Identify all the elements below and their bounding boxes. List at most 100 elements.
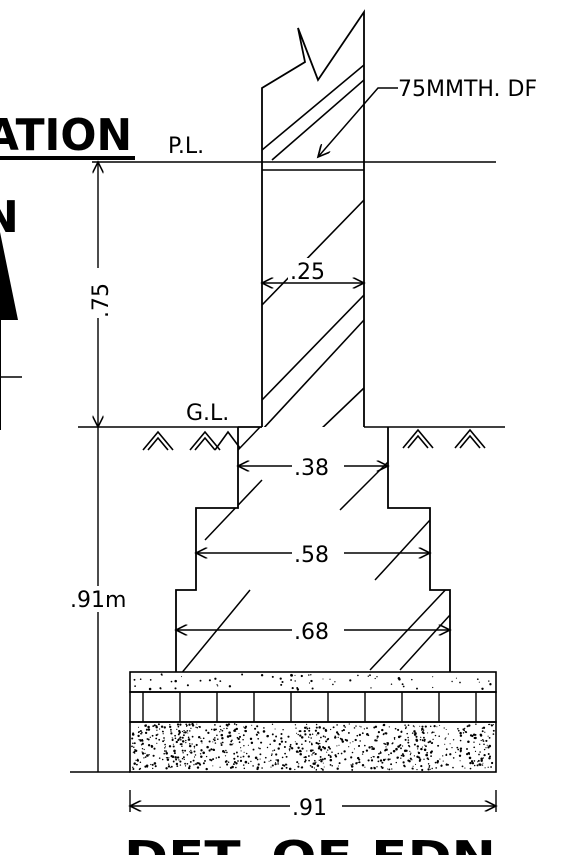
speckle-dot xyxy=(288,767,292,771)
speckle-dot xyxy=(183,731,185,734)
speckle-dot xyxy=(291,687,294,690)
speckle-dot xyxy=(413,726,415,728)
speckle-dot xyxy=(294,724,297,726)
speckle-dot xyxy=(379,751,382,754)
speckle-dot xyxy=(414,763,417,765)
speckle-dot xyxy=(318,745,321,748)
speckle-dot xyxy=(193,750,196,753)
speckle-dot xyxy=(131,745,133,748)
speckle-dot xyxy=(425,754,429,757)
speckle-dot xyxy=(174,679,177,683)
speckle-dot xyxy=(479,743,481,745)
speckle-dot xyxy=(303,726,307,730)
speckle-dot xyxy=(190,727,192,730)
speckle-dot xyxy=(164,747,166,749)
step2-dim-mask xyxy=(292,541,344,567)
speckle-dot xyxy=(179,723,182,726)
speckle-dot xyxy=(138,738,140,741)
speckle-dot xyxy=(205,767,208,771)
speckle-dot xyxy=(331,764,333,767)
speckle-dot xyxy=(147,728,151,731)
speckle-dot xyxy=(241,673,244,676)
speckle-dot xyxy=(452,739,455,741)
speckle-dot xyxy=(195,763,198,765)
speckle-dot xyxy=(415,739,419,742)
speckle-dot xyxy=(466,725,469,728)
speckle-dot xyxy=(263,761,266,764)
step3-width-dim: .68 xyxy=(294,620,329,645)
speckle-dot xyxy=(186,762,189,765)
speckle-dot xyxy=(300,766,303,769)
speckle-dot xyxy=(259,758,261,760)
speckle-dot xyxy=(296,761,299,764)
speckle-dot xyxy=(357,761,359,764)
speckle-dot xyxy=(327,754,330,757)
speckle-dot xyxy=(459,739,462,742)
pcc-speckle xyxy=(133,673,492,691)
speckle-dot xyxy=(161,758,164,761)
speckle-dot xyxy=(313,751,315,754)
speckle-dot xyxy=(243,745,245,747)
speckle-dot xyxy=(208,749,211,752)
speckle-dot xyxy=(259,747,261,750)
speckle-dot xyxy=(162,731,164,733)
speckle-dot xyxy=(185,723,188,726)
speckle-dot xyxy=(176,765,179,767)
speckle-dot xyxy=(329,758,333,762)
speckle-dot xyxy=(183,730,185,732)
speckle-dot xyxy=(319,755,322,758)
speckle-dot xyxy=(426,751,429,754)
speckle-dot xyxy=(445,754,448,756)
speckle-dot xyxy=(423,758,425,760)
speckle-dot xyxy=(275,759,277,761)
speckle-dot xyxy=(213,739,216,742)
speckle-dot xyxy=(485,747,487,749)
speckle-dot xyxy=(277,761,279,763)
speckle-dot xyxy=(385,746,387,748)
speckle-dot xyxy=(177,739,180,742)
speckle-dot xyxy=(221,741,224,744)
speckle-dot xyxy=(195,726,197,728)
speckle-dot xyxy=(311,733,314,735)
speckle-dot xyxy=(316,732,320,735)
speckle-dot xyxy=(217,738,219,740)
speckle-dot xyxy=(364,744,366,747)
speckle-dot xyxy=(422,736,425,739)
speckle-dot xyxy=(348,746,350,748)
speckle-dot xyxy=(280,740,284,743)
speckle-dot xyxy=(139,730,142,732)
speckle-dot xyxy=(151,734,154,737)
speckle-dot xyxy=(279,677,282,680)
speckle-dot xyxy=(308,729,311,732)
speckle-dot xyxy=(444,738,446,740)
speckle-dot xyxy=(381,728,384,732)
speckle-dot xyxy=(242,739,244,741)
speckle-dot xyxy=(398,678,401,681)
speckle-dot xyxy=(352,741,354,743)
speckle-dot xyxy=(173,752,176,755)
pcc-dim-mask xyxy=(290,794,342,820)
speckle-dot xyxy=(323,757,326,760)
speckle-dot xyxy=(167,765,171,768)
speckle-dot xyxy=(289,743,292,746)
speckle-dot xyxy=(198,726,201,728)
speckle-dot xyxy=(462,732,465,734)
speckle-dot xyxy=(213,728,216,731)
speckle-dot xyxy=(210,759,213,762)
speckle-dot xyxy=(133,742,136,745)
wall-section xyxy=(261,9,365,427)
speckle-dot xyxy=(180,739,182,741)
speckle-dot xyxy=(189,730,191,732)
speckle-dot xyxy=(445,763,448,766)
speckle-dot xyxy=(215,757,218,759)
speckle-dot xyxy=(271,733,274,736)
speckle-dot xyxy=(261,767,263,769)
speckle-dot xyxy=(459,747,463,750)
speckle-dot xyxy=(165,767,168,770)
speckle-dot xyxy=(170,767,172,769)
speckle-dot xyxy=(474,734,476,736)
speckle-dot xyxy=(271,764,274,767)
speckle-dot xyxy=(316,734,318,736)
speckle-dot xyxy=(295,727,297,729)
speckle-dot xyxy=(310,674,312,676)
